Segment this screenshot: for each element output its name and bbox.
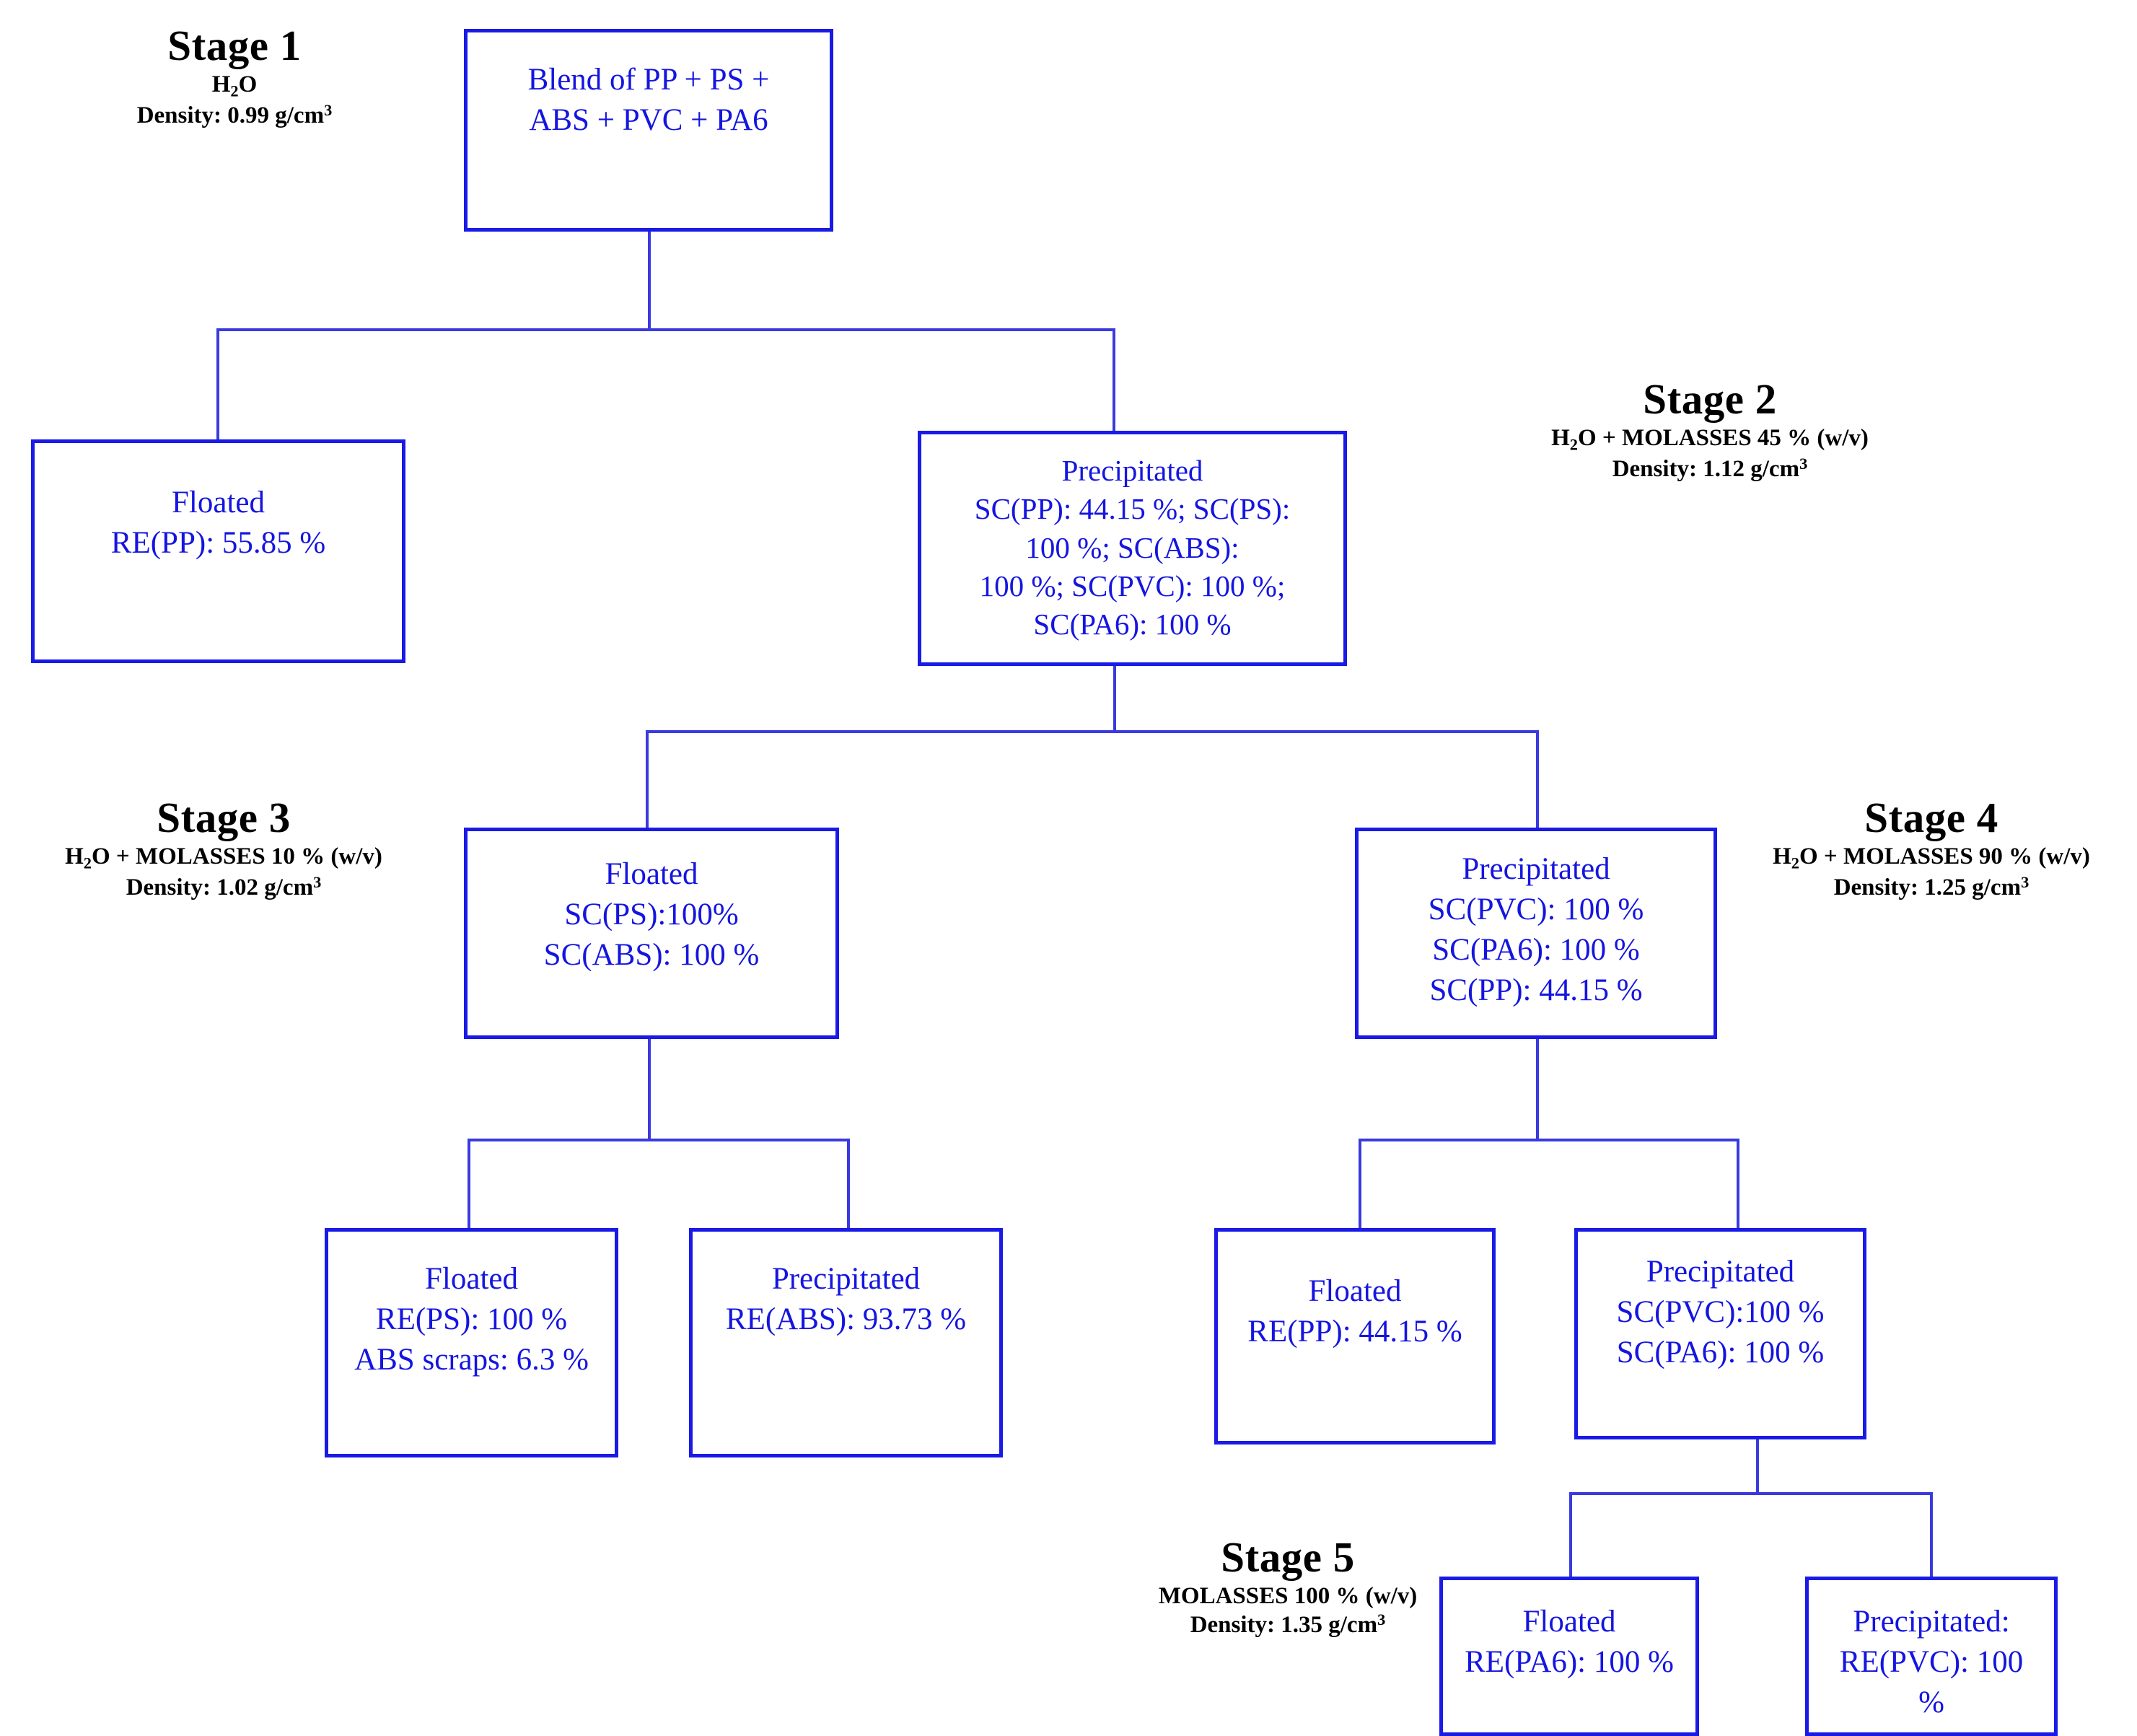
- node-s3-floated-line-2: SC(PS):100%: [564, 897, 739, 931]
- node-s4-prec-pvc-line-1: Precipitated: [1646, 1255, 1795, 1289]
- node-s5-floated-pa6-line-1: Floated: [1522, 1605, 1616, 1639]
- node-s3-floated-ps-line-2: RE(PS): 100 %: [375, 1302, 568, 1336]
- stage-4-medium: H2O + MOLASSES 90 % (w/v): [1773, 843, 2090, 872]
- connector-s5-branch-bar: [1569, 1492, 1931, 1495]
- node-s4-prec-line-2: SC(PVC): 100 %: [1428, 892, 1644, 926]
- connector-s3-branch-bar: [468, 1139, 850, 1141]
- node-s2-prec-line-5: SC(PA6): 100 %: [1033, 608, 1232, 641]
- stage-3-medium: H2O + MOLASSES 10 % (w/v): [65, 843, 382, 872]
- stage-4-annotation: Stage 4 H2O + MOLASSES 90 % (w/v) Densit…: [1726, 794, 2137, 903]
- node-s4-floated-pp-line-1: Floated: [1308, 1274, 1402, 1308]
- connector-to-s5-precipitated-pvc: [1930, 1492, 1933, 1579]
- node-stage2-precipitated[interactable]: Precipitated SC(PP): 44.15 %; SC(PS): 10…: [918, 431, 1347, 666]
- node-s2-prec-line-4: 100 %; SC(PVC): 100 %;: [979, 569, 1286, 602]
- stage-5-density: Density: 1.35 g/cm3: [1190, 1610, 1386, 1639]
- stage-2-density: Density: 1.12 g/cm3: [1612, 455, 1808, 483]
- stage-5-medium: MOLASSES 100 % (w/v): [1158, 1582, 1418, 1609]
- connector-s3-down: [648, 1039, 651, 1140]
- connector-feed-down: [648, 231, 651, 331]
- node-s3-prec-abs-line-2: RE(ABS): 93.73 %: [725, 1302, 967, 1336]
- node-s3-floated-ps-line-1: Floated: [425, 1262, 518, 1296]
- connector-s4-down: [1536, 1039, 1539, 1140]
- stage-1-annotation: Stage 1 H2O Density: 0.99 g/cm3: [72, 22, 397, 131]
- stage-3-title: Stage 3: [157, 794, 291, 841]
- stage-1-density: Density: 0.99 g/cm3: [136, 101, 333, 129]
- node-stage5-precipitated-pvc[interactable]: Precipitated: RE(PVC): 100 %: [1805, 1577, 2058, 1736]
- node-stage4-floated-pp[interactable]: Floated RE(PP): 44.15 %: [1214, 1228, 1496, 1445]
- node-s5-prec-pvc-line-2: RE(PVC): 100: [1839, 1644, 2024, 1679]
- connector-to-s5-floated-pa6: [1569, 1492, 1572, 1579]
- stage-3-density: Density: 1.02 g/cm3: [126, 873, 322, 901]
- stage-2-annotation: Stage 2 H2O + MOLASSES 45 % (w/v) Densit…: [1342, 375, 2078, 484]
- connector-to-s3-floated: [646, 730, 649, 831]
- node-s2-prec-line-2: SC(PP): 44.15 %; SC(PS):: [974, 492, 1291, 526]
- node-s4-prec-pvc-line-2: SC(PVC):100 %: [1616, 1294, 1825, 1329]
- connector-stage2-branch-bar: [216, 328, 1115, 331]
- connector-to-s4-floated-pp: [1359, 1139, 1361, 1231]
- connector-to-s3-floated-ps: [468, 1139, 470, 1231]
- stage-2-medium: H2O + MOLASSES 45 % (w/v): [1551, 424, 1869, 454]
- node-stage3-floated-ps[interactable]: Floated RE(PS): 100 % ABS scraps: 6.3 %: [325, 1228, 618, 1457]
- node-stage3-floated[interactable]: Floated SC(PS):100% SC(ABS): 100 %: [464, 828, 839, 1039]
- node-stage4-precipitated[interactable]: Precipitated SC(PVC): 100 % SC(PA6): 100…: [1355, 828, 1717, 1039]
- stage-1-title: Stage 1: [167, 22, 302, 69]
- stage-5-title: Stage 5: [1221, 1533, 1355, 1581]
- node-s3-floated-ps-line-3: ABS scraps: 6.3 %: [354, 1342, 589, 1377]
- node-s3-floated-line-1: Floated: [605, 857, 698, 891]
- connector-to-s3-precipitated-abs: [847, 1139, 850, 1231]
- stage-2-title: Stage 2: [1643, 375, 1777, 423]
- node-s3-prec-abs-line-1: Precipitated: [771, 1262, 921, 1296]
- node-feed-line-2: ABS + PVC + PA6: [529, 102, 768, 137]
- connector-to-s1-floated: [216, 328, 219, 440]
- node-stage5-floated-pa6[interactable]: Floated RE(PA6): 100 %: [1439, 1577, 1699, 1736]
- node-s4-prec-line-4: SC(PP): 44.15 %: [1429, 973, 1643, 1007]
- node-s1-floated-line-2: RE(PP): 55.85 %: [110, 525, 326, 560]
- node-s4-floated-pp-line-2: RE(PP): 44.15 %: [1247, 1314, 1462, 1349]
- node-s2-prec-line-1: Precipitated: [1061, 454, 1203, 487]
- node-s5-floated-pa6-line-2: RE(PA6): 100 %: [1465, 1644, 1674, 1679]
- node-s4-prec-pvc-line-3: SC(PA6): 100 %: [1616, 1335, 1825, 1369]
- stage-1-medium: H2O: [211, 71, 258, 100]
- node-s4-prec-line-3: SC(PA6): 100 %: [1432, 932, 1640, 967]
- node-s5-prec-pvc-line-1: Precipitated:: [1853, 1605, 2010, 1639]
- connector-stage34-branch-bar: [646, 730, 1539, 733]
- connector-s4-branch-bar: [1359, 1139, 1739, 1141]
- stage-5-annotation: Stage 5 MOLASSES 100 % (w/v) Density: 1.…: [1061, 1533, 1515, 1640]
- connector-to-s4-precipitated-pvc: [1737, 1139, 1739, 1231]
- node-s4-prec-line-1: Precipitated: [1462, 852, 1610, 886]
- node-s1-floated-line-1: Floated: [172, 486, 265, 520]
- connector-to-s2-precipitated: [1113, 328, 1115, 440]
- connector-s5-down: [1756, 1436, 1759, 1494]
- node-s5-prec-pvc-line-3: %: [1918, 1685, 1944, 1719]
- node-stage1-floated[interactable]: Floated RE(PP): 55.85 %: [31, 439, 405, 663]
- connector-s2-down: [1113, 664, 1116, 732]
- stage-3-annotation: Stage 3 H2O + MOLASSES 10 % (w/v) Densit…: [0, 794, 447, 903]
- node-s2-prec-line-3: 100 %; SC(ABS):: [1025, 530, 1239, 564]
- stage-4-title: Stage 4: [1864, 794, 1998, 841]
- node-feed-blend[interactable]: Blend of PP + PS + ABS + PVC + PA6: [464, 29, 833, 232]
- stage-4-density: Density: 1.25 g/cm3: [1833, 873, 2030, 901]
- connector-to-s4-precipitated: [1536, 730, 1539, 831]
- node-s3-floated-line-3: SC(ABS): 100 %: [543, 937, 760, 972]
- node-feed-line-1: Blend of PP + PS +: [527, 63, 770, 97]
- node-stage4-precipitated-pvc-pa6[interactable]: Precipitated SC(PVC):100 % SC(PA6): 100 …: [1574, 1228, 1866, 1439]
- node-stage3-precipitated-abs[interactable]: Precipitated RE(ABS): 93.73 %: [689, 1228, 1003, 1457]
